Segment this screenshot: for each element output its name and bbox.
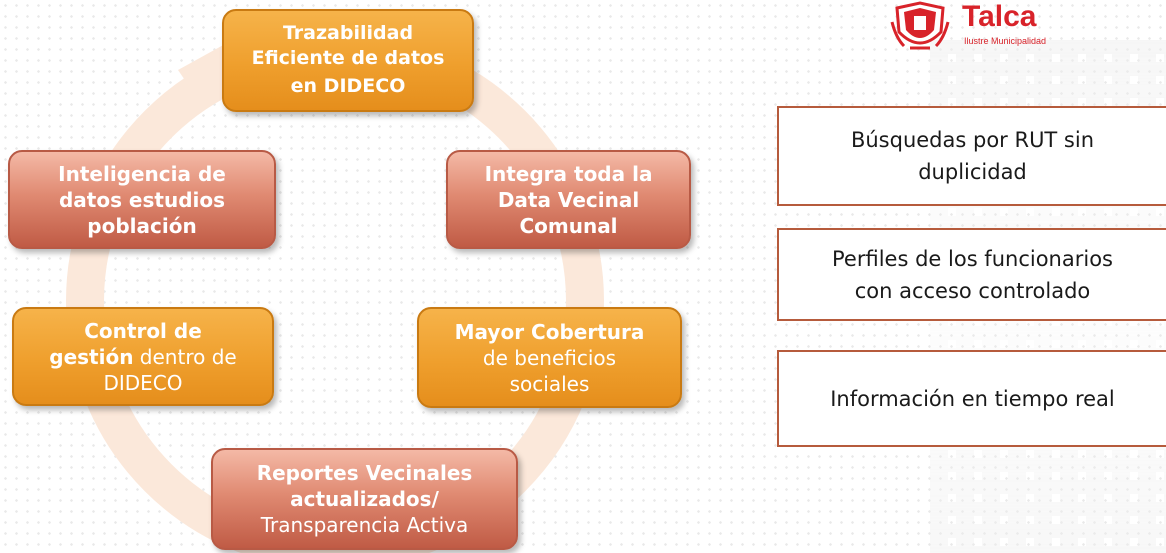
node-cobertura: Mayor Cobertura de beneficios sociales [417, 307, 682, 408]
feature-busquedas-line-1: Búsquedas por RUT sin [850, 128, 1095, 152]
municipal-shield-icon [890, 1, 950, 50]
cycle-arrowhead [178, 38, 236, 108]
node-trazabilidad-line-2: Eficiente de datos [251, 46, 445, 69]
logo-name: Talca [962, 0, 1037, 33]
node-reportes-line-3: Transparencia Activa [260, 513, 469, 537]
node-reportes-line-1: Reportes Vecinales [256, 461, 473, 485]
node-cobertura-line-2: de beneficios [482, 345, 617, 370]
node-trazabilidad: Trazabilidad Eficiente de datos en DIDEC… [222, 9, 474, 112]
node-reportes-line-2: actualizados/ [290, 487, 439, 511]
node-trazabilidad-line-3: en DIDECO [290, 74, 406, 97]
node-reportes: Reportes Vecinales actualizados/ Transpa… [211, 448, 518, 550]
node-integra: Integra toda la Data Vecinal Comunal [446, 150, 691, 249]
node-inteligencia: Inteligencia de datos estudios población [8, 150, 276, 249]
feature-perfiles-line-2: con acceso controlado [854, 278, 1091, 303]
feature-box-perfiles: Perfiles de los funcionarios con acceso … [777, 228, 1166, 321]
feature-busquedas-line-2: duplicidad [918, 160, 1027, 184]
node-control-line-2-normal: dentro de [133, 344, 237, 369]
node-inteligencia-line-3: población [87, 213, 197, 238]
logo-subtitle: Ilustre Municipalidad [964, 36, 1047, 46]
feature-perfiles-line-1: Perfiles de los funcionarios [832, 246, 1113, 271]
node-control-line-2-bold: gestión [49, 344, 134, 369]
feature-box-informacion: Información en tiempo real [777, 350, 1166, 447]
node-integra-line-2: Data Vecinal [497, 187, 640, 212]
node-control-line-1: Control de [84, 318, 202, 343]
node-cobertura-bold: Mayor Cobertura [454, 319, 645, 344]
node-control-line-3: DIDECO [103, 370, 183, 395]
node-integra-line-1: Integra toda la [484, 161, 653, 186]
feature-informacion-line-1: Información en tiempo real [830, 386, 1115, 411]
node-cobertura-line-3: sociales [509, 371, 590, 396]
node-integra-line-3: Comunal [519, 213, 618, 238]
node-trazabilidad-line-1: Trazabilidad [282, 21, 414, 44]
node-inteligencia-line-2: datos estudios [58, 187, 226, 212]
node-inteligencia-line-1: Inteligencia de [58, 161, 226, 186]
feature-box-busquedas: Búsquedas por RUT sin duplicidad [777, 106, 1166, 206]
node-control: Control de gestión dentro de DIDECO [12, 307, 274, 406]
